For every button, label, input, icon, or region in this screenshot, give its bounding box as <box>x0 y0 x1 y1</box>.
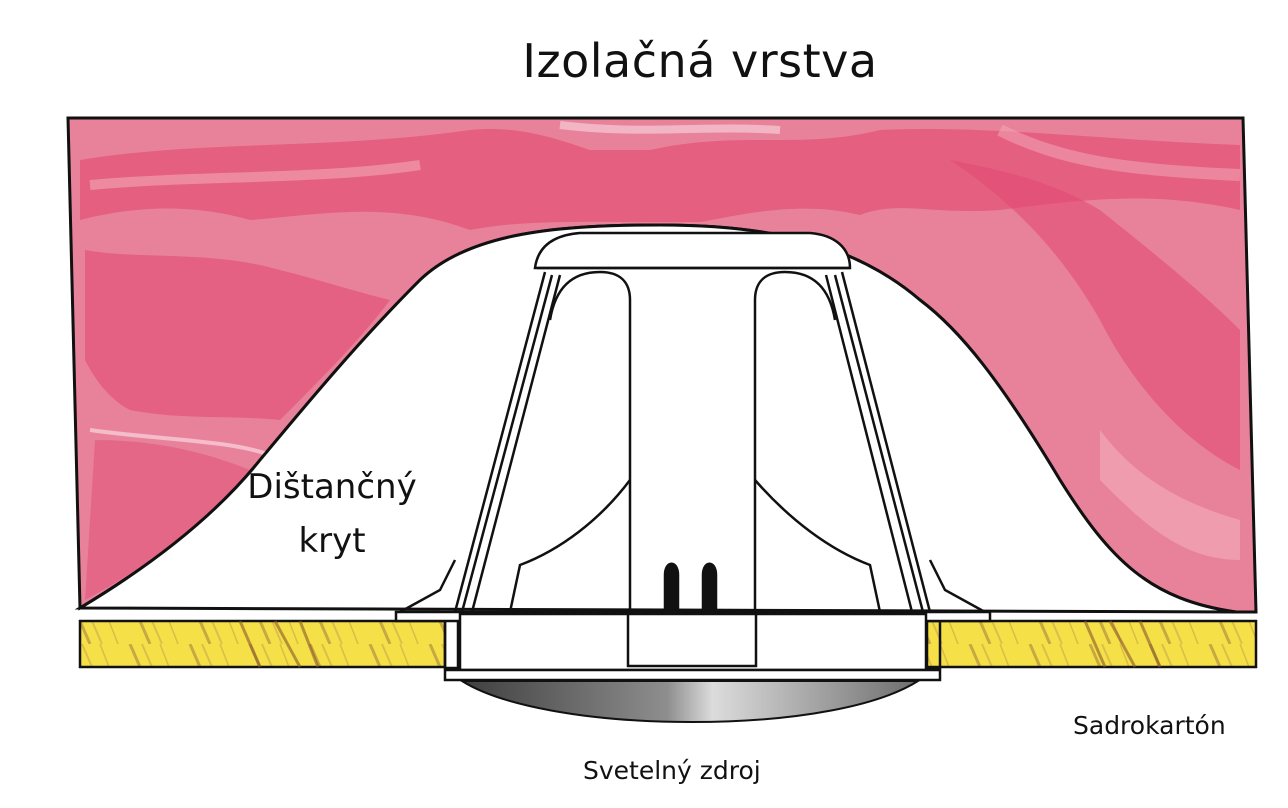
spacer-cover-label-line1: Dištančný <box>247 467 417 507</box>
spacer-cover-label-line2: kryt <box>298 521 366 561</box>
drywall-left <box>78 619 447 669</box>
drywall-boards <box>78 619 1258 669</box>
insulation-layer <box>66 116 1258 614</box>
spacer-cover-dome <box>74 223 1237 614</box>
light-source-lens <box>458 680 922 724</box>
insulation-layer-label: Izolačná vrstva <box>522 34 878 88</box>
drywall-label: Sadrokartón <box>1073 711 1226 740</box>
spacer-cover-label: Dištančný kryt <box>232 460 432 568</box>
light-source-label: Svetelný zdroj <box>583 756 761 785</box>
luminaire-housing <box>394 231 992 682</box>
